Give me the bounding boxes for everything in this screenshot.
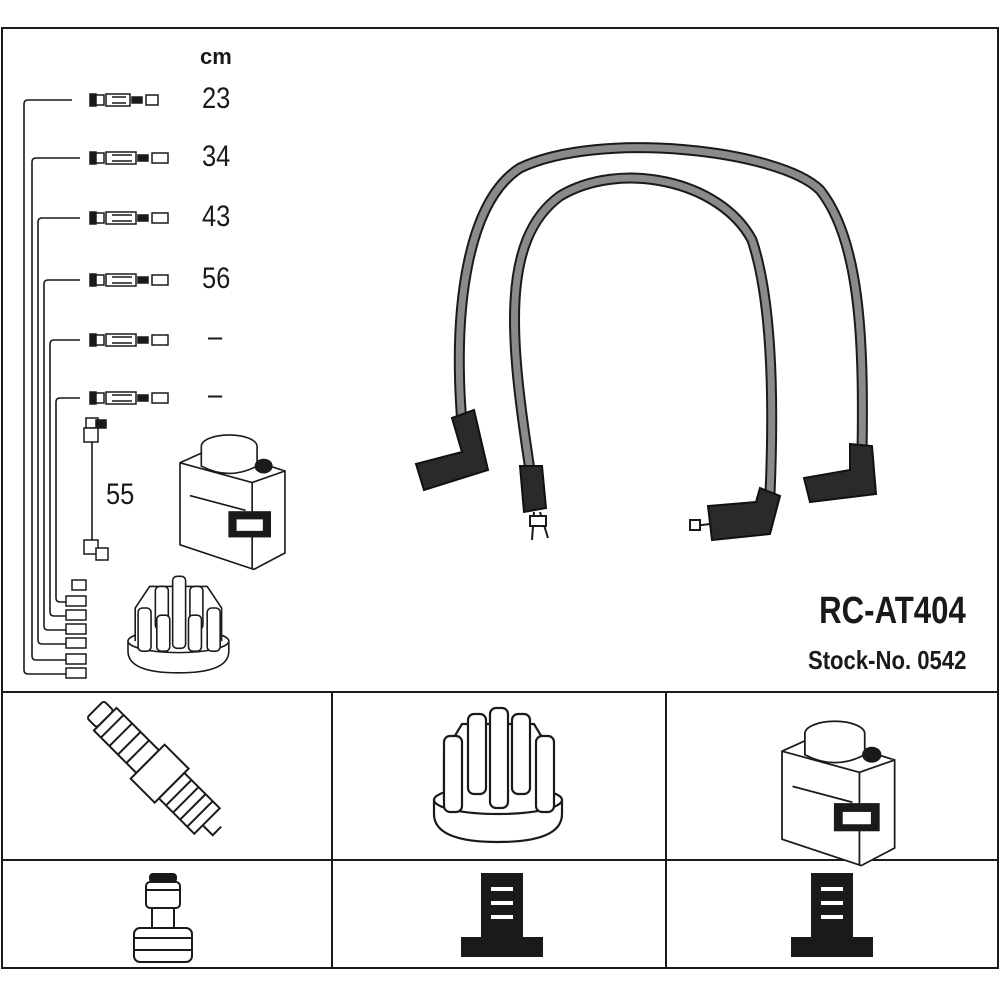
- coil-lead-length: 55: [106, 478, 135, 511]
- lead-length-4: 56: [202, 262, 231, 295]
- spark-plug-icon: [87, 701, 222, 837]
- coil-lead-top-connector: [83, 417, 107, 443]
- cap-terminal-icon: [461, 873, 543, 957]
- sheet-frame: [1, 27, 999, 969]
- lead-length-6: –: [208, 378, 223, 411]
- coil-terminal-icon: [791, 873, 873, 957]
- lead-length-5: –: [208, 320, 223, 353]
- lead-connector: [89, 93, 159, 107]
- ignition-coil-icon: [179, 434, 286, 571]
- lead-connector: [89, 333, 169, 347]
- ignition-coil-icon: [781, 720, 896, 867]
- lead-connector: [89, 391, 169, 405]
- distributor-cap-icon: [432, 706, 564, 844]
- cap-end-connectors: [65, 579, 87, 679]
- ignition-wire-set-icon: [414, 142, 878, 542]
- lead-connector: [89, 273, 169, 287]
- lead-schematic: [23, 99, 93, 675]
- plug-terminal-icon: [133, 873, 193, 963]
- lead-length-1: 23: [202, 82, 231, 115]
- length-unit-label: cm: [200, 44, 232, 69]
- lead-length-2: 34: [202, 140, 231, 173]
- lead-connector: [89, 151, 169, 165]
- coil-lead-bottom-connector: [83, 539, 109, 561]
- lead-connector: [89, 211, 169, 225]
- distributor-cap-icon: [127, 575, 230, 674]
- lead-connectors: [65, 93, 169, 679]
- stock-number: Stock-No. 0542: [807, 645, 966, 675]
- product-code: RC-AT404: [819, 590, 966, 632]
- lead-length-3: 43: [202, 200, 231, 233]
